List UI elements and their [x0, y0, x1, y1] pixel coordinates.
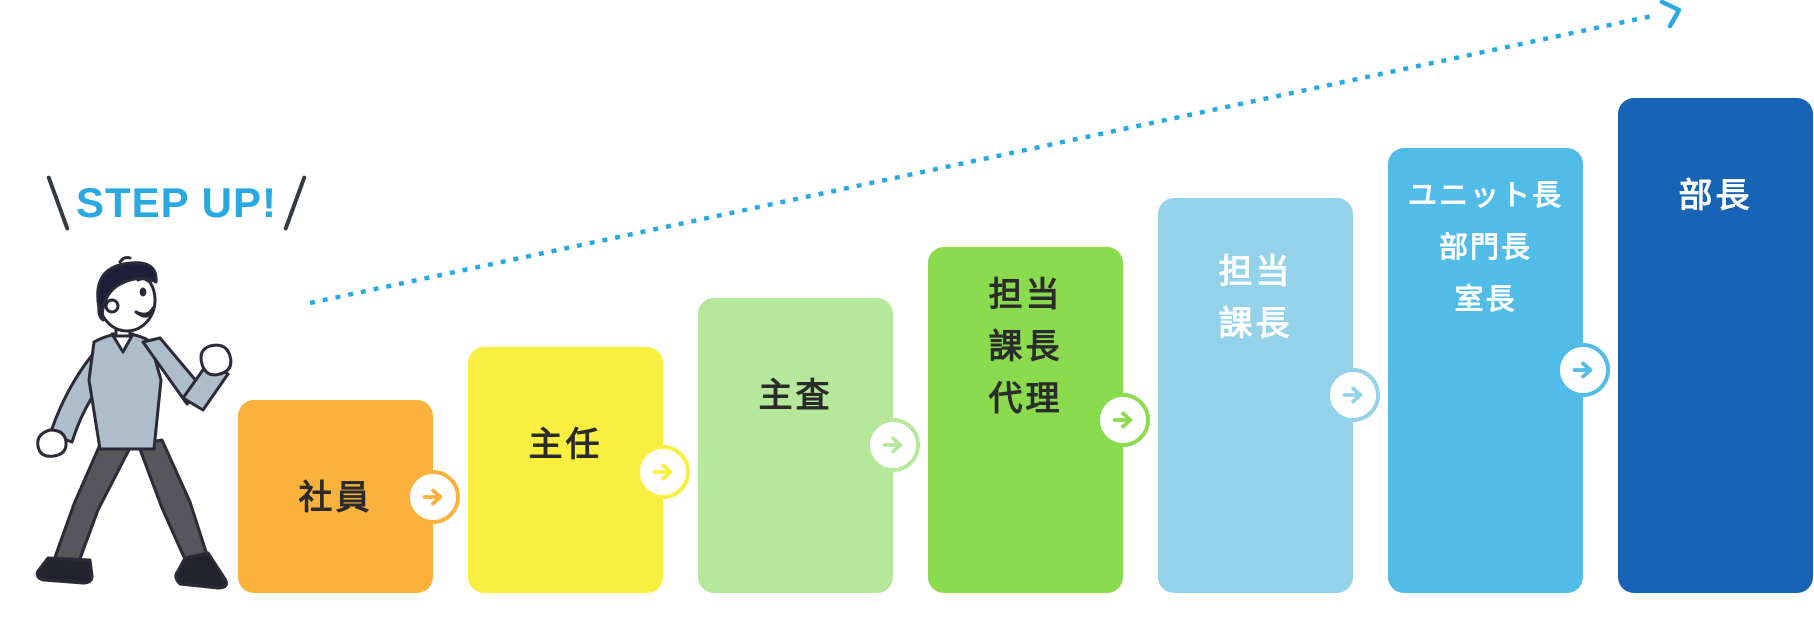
step-box-shusa: 主査	[698, 298, 893, 593]
step-up-badge: STEP UP!	[46, 174, 307, 232]
left-slash-decoration	[46, 175, 70, 231]
step-label: 担当 課長	[1218, 253, 1293, 343]
right-slash-decoration	[283, 175, 307, 231]
step-label: 担当 課長 代理	[988, 276, 1063, 418]
next-step-arrow-icon	[1556, 343, 1610, 397]
step-label: ユニット長 部門長 室長	[1407, 180, 1563, 316]
next-step-arrow-icon	[636, 445, 690, 499]
walking-person-illustration	[35, 256, 233, 590]
step-label: 部長	[1678, 177, 1753, 215]
next-step-arrow-icon	[1096, 393, 1150, 447]
step-box-shain: 社員	[238, 400, 433, 593]
step-box-tanto-kacho-dairi: 担当 課長 代理	[928, 247, 1123, 593]
step-label: 主任	[528, 426, 603, 464]
next-step-arrow-icon	[866, 418, 920, 472]
step-label: 社員	[298, 479, 373, 517]
step-box-shunin: 主任	[468, 347, 663, 593]
step-label: 主査	[758, 377, 833, 415]
step-box-bucho: 部長	[1618, 98, 1813, 593]
step-box-tanto-kacho: 担当 課長	[1158, 198, 1353, 593]
step-up-text: STEP UP!	[76, 179, 277, 226]
step-box-unit-cho: ユニット長 部門長 室長	[1388, 148, 1583, 593]
next-step-arrow-icon	[1326, 368, 1380, 422]
next-step-arrow-icon	[406, 470, 460, 524]
